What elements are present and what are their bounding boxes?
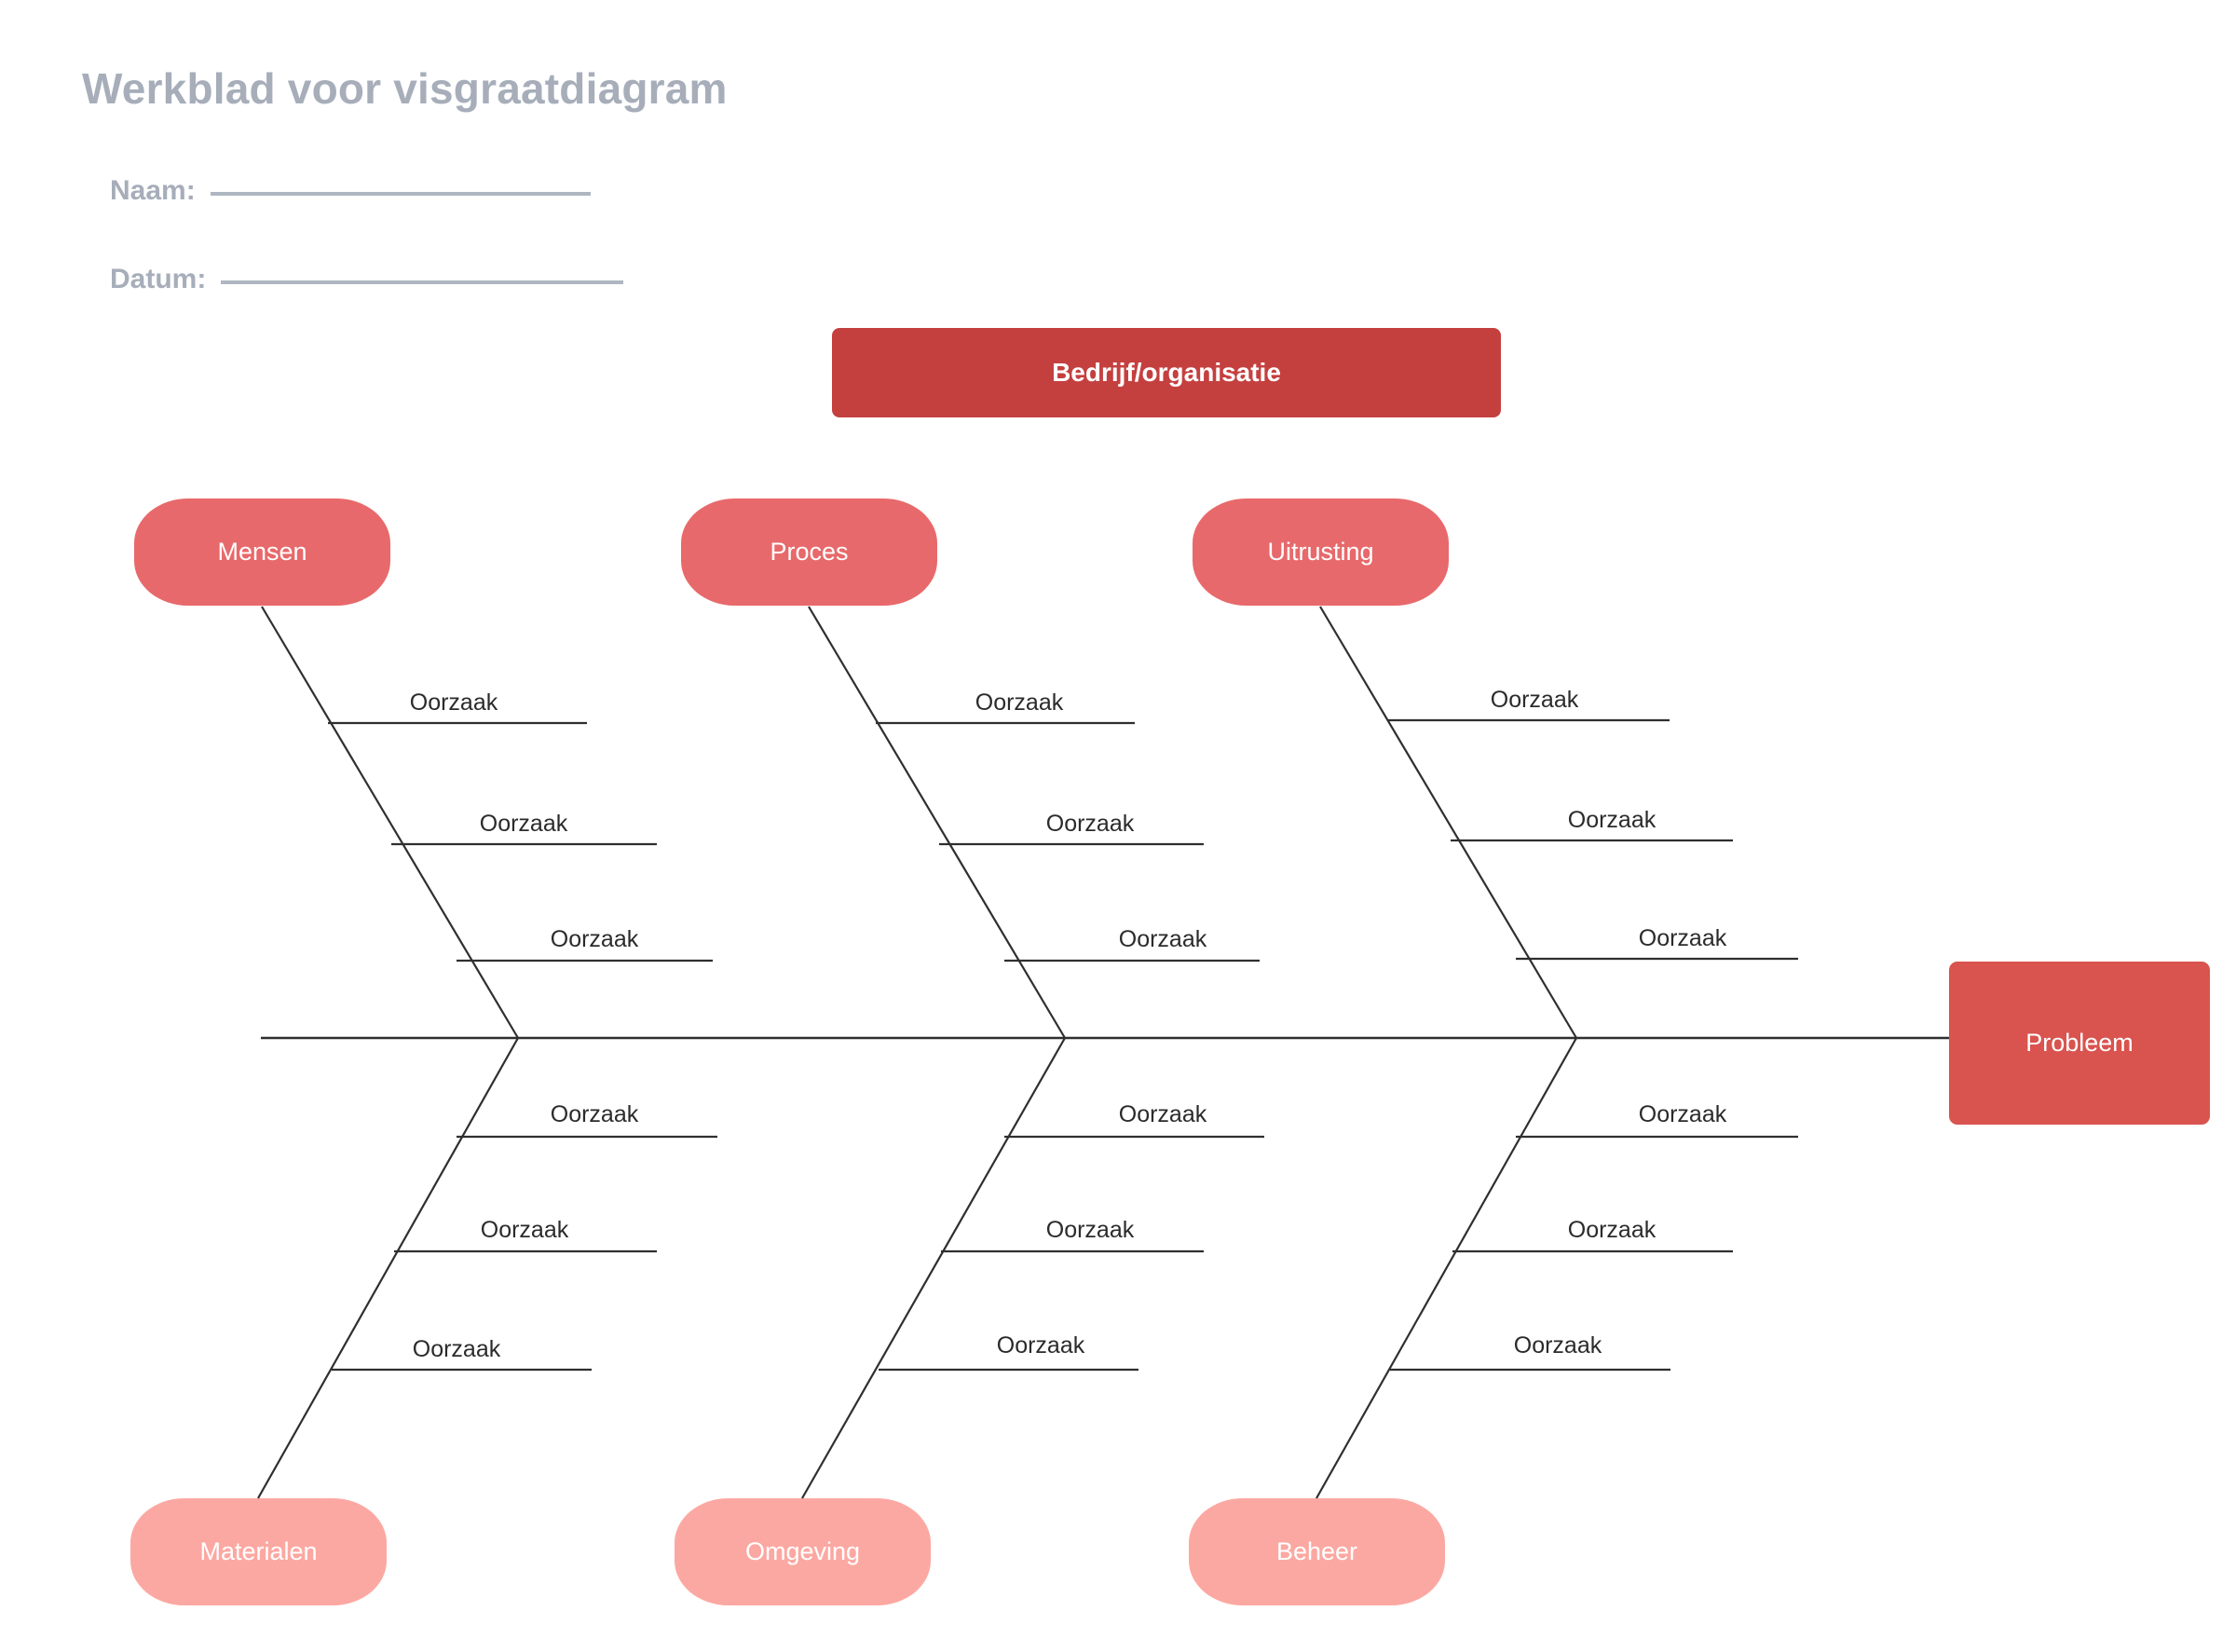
cause-label-proces-2[interactable]: Oorzaak <box>1045 811 1135 837</box>
category-label-proces: Proces <box>770 538 849 566</box>
cause-label-uitrusting-2[interactable]: Oorzaak <box>1567 807 1657 833</box>
category-pill-mensen[interactable]: Mensen <box>134 498 390 606</box>
field-row-datum: Datum: <box>110 264 624 295</box>
rib-proces <box>808 606 1066 1039</box>
cause-label-uitrusting-3[interactable]: Oorzaak <box>1638 925 1727 951</box>
problem-box[interactable]: Probleem <box>1949 962 2210 1125</box>
naam-label: Naam: <box>110 175 196 206</box>
cause-label-materialen-1[interactable]: Oorzaak <box>550 1101 639 1127</box>
category-label-uitrusting: Uitrusting <box>1267 538 1374 566</box>
cause-label-mensen-3[interactable]: Oorzaak <box>550 926 639 952</box>
cause-label-beheer-2[interactable]: Oorzaak <box>1567 1217 1657 1243</box>
rib-beheer <box>1316 1037 1577 1499</box>
field-row-naam: Naam: <box>110 175 591 207</box>
cause-label-mensen-2[interactable]: Oorzaak <box>479 811 568 837</box>
rib-materialen <box>257 1037 519 1499</box>
naam-input-rule[interactable] <box>210 192 591 196</box>
category-label-materialen: Materialen <box>199 1537 318 1565</box>
cause-label-proces-3[interactable]: Oorzaak <box>1118 926 1207 952</box>
cause-label-omgeving-3[interactable]: Oorzaak <box>996 1332 1085 1358</box>
organisation-banner-label: Bedrijf/organisatie <box>1052 358 1281 387</box>
cause-label-uitrusting-1[interactable]: Oorzaak <box>1490 687 1579 713</box>
organisation-banner[interactable]: Bedrijf/organisatie <box>832 328 1501 417</box>
cause-label-beheer-1[interactable]: Oorzaak <box>1638 1101 1727 1127</box>
category-pill-proces[interactable]: Proces <box>681 498 937 606</box>
cause-label-proces-1[interactable]: Oorzaak <box>975 689 1064 716</box>
rib-uitrusting <box>1319 606 1577 1039</box>
datum-label: Datum: <box>110 264 207 294</box>
page-title: Werkblad voor visgraatdiagram <box>82 64 728 113</box>
cause-label-materialen-2[interactable]: Oorzaak <box>480 1217 569 1243</box>
category-pill-uitrusting[interactable]: Uitrusting <box>1193 498 1449 606</box>
problem-label: Probleem <box>2025 1029 2134 1057</box>
cause-label-materialen-3[interactable]: Oorzaak <box>412 1336 501 1362</box>
category-label-mensen: Mensen <box>217 538 307 566</box>
category-label-omgeving: Omgeving <box>744 1537 861 1565</box>
cause-label-beheer-3[interactable]: Oorzaak <box>1513 1332 1602 1358</box>
datum-input-rule[interactable] <box>221 280 624 284</box>
category-label-beheer: Beheer <box>1275 1537 1358 1565</box>
cause-label-omgeving-1[interactable]: Oorzaak <box>1118 1101 1207 1127</box>
category-pill-omgeving[interactable]: Omgeving <box>675 1498 931 1605</box>
category-pill-materialen[interactable]: Materialen <box>130 1498 387 1605</box>
cause-label-omgeving-2[interactable]: Oorzaak <box>1045 1217 1135 1243</box>
cause-label-mensen-1[interactable]: Oorzaak <box>409 689 498 716</box>
category-pill-beheer[interactable]: Beheer <box>1189 1498 1445 1605</box>
rib-omgeving <box>801 1037 1066 1499</box>
